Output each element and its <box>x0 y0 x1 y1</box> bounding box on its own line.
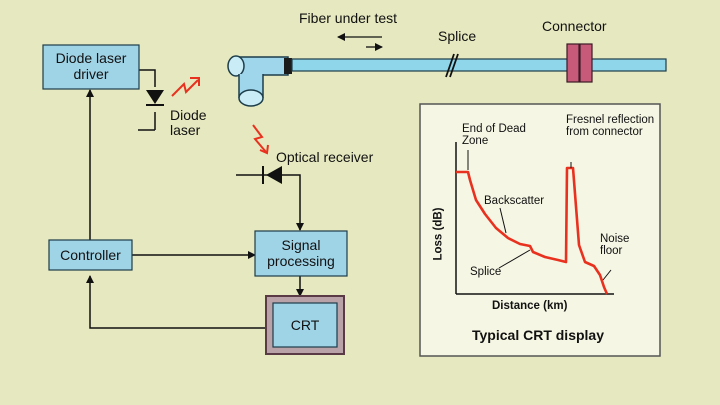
diode-laser-icon <box>146 90 164 106</box>
fiber-coupler <box>227 55 292 107</box>
crt-display-panel <box>419 103 661 357</box>
inset-title: Typical CRT display <box>472 327 604 343</box>
light-detection-icon <box>252 124 269 155</box>
inset-pointer-lines <box>467 150 612 281</box>
connector <box>566 43 593 83</box>
signal-lines <box>86 69 304 329</box>
signal-processing-label: Signal processing <box>267 237 335 269</box>
diode-laser-label: Diode laser <box>170 107 207 138</box>
crt-label: CRT <box>290 317 320 333</box>
crt-monitor <box>265 295 345 355</box>
noise-floor-label: Noise floor <box>600 233 630 257</box>
controller-label: Controller <box>60 247 121 263</box>
light-emission-icon <box>171 77 200 97</box>
otdr-trace <box>456 166 609 295</box>
diode-laser-driver-label: Diode laser driver <box>55 50 127 82</box>
splice-mark <box>445 53 459 78</box>
inset-splice-label: Splice <box>470 266 502 278</box>
splice-label: Splice <box>438 28 477 44</box>
diode-laser-driver-box <box>42 44 140 90</box>
photodiode-icon <box>262 166 282 184</box>
backscatter-label: Backscatter <box>484 195 545 207</box>
inset-axes <box>455 142 614 295</box>
fresnel-label: Fresnel reflection from connector <box>566 114 655 138</box>
fiber-under-test <box>291 58 667 72</box>
connector-label: Connector <box>542 18 607 34</box>
end-dead-zone-label: End of Dead Zone <box>462 123 526 147</box>
signal-processing-box <box>254 230 348 277</box>
controller-box <box>48 239 133 271</box>
x-axis-label: Distance (km) <box>492 300 568 312</box>
y-axis-label: Loss (dB) <box>432 207 445 261</box>
fiber-under-test-label: Fiber under test <box>299 10 398 26</box>
direction-arrows <box>337 33 383 51</box>
optical-receiver-label: Optical receiver <box>276 149 374 165</box>
